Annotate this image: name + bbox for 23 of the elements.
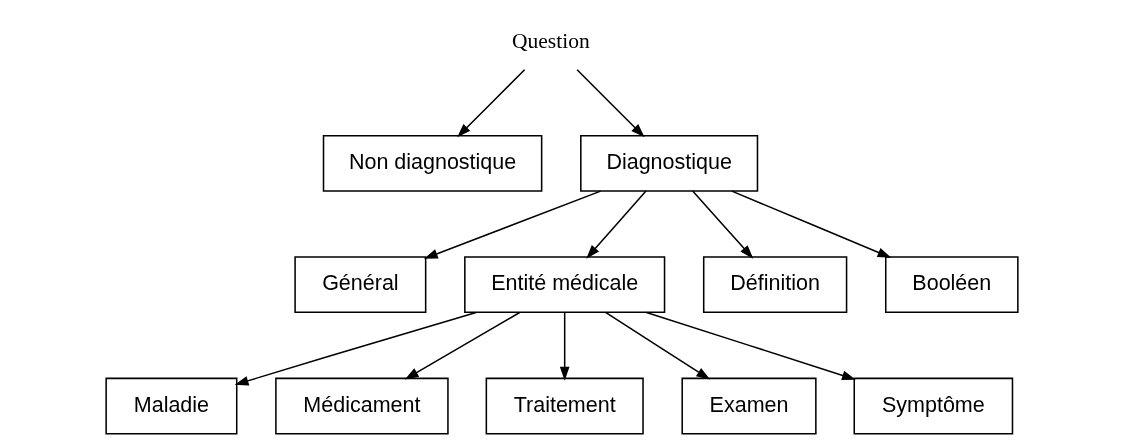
arrow bbox=[234, 311, 477, 386]
node-box: Symptôme bbox=[853, 377, 1013, 435]
arrow bbox=[604, 311, 710, 380]
node-box: Entité médicale bbox=[463, 256, 665, 314]
node-box: Diagnostique bbox=[579, 134, 758, 192]
arrow bbox=[575, 69, 645, 138]
arrow bbox=[456, 69, 525, 138]
node-box: Général bbox=[293, 256, 426, 314]
arrow bbox=[585, 190, 647, 259]
arrow bbox=[645, 311, 856, 381]
node-box: Traitement bbox=[485, 377, 644, 435]
node-box: Maladie bbox=[104, 377, 237, 435]
arrow bbox=[730, 190, 891, 258]
node-box: Définition bbox=[702, 256, 847, 314]
node-text: Question bbox=[511, 28, 590, 53]
node-box: Médicament bbox=[274, 377, 449, 435]
arrow bbox=[559, 311, 570, 381]
arrow bbox=[423, 190, 601, 259]
node-box: Booléen bbox=[884, 256, 1019, 314]
node-box: Examen bbox=[680, 377, 817, 435]
node-box: Non diagnostique bbox=[322, 134, 542, 192]
arrow bbox=[691, 190, 753, 259]
arrow bbox=[404, 311, 520, 380]
